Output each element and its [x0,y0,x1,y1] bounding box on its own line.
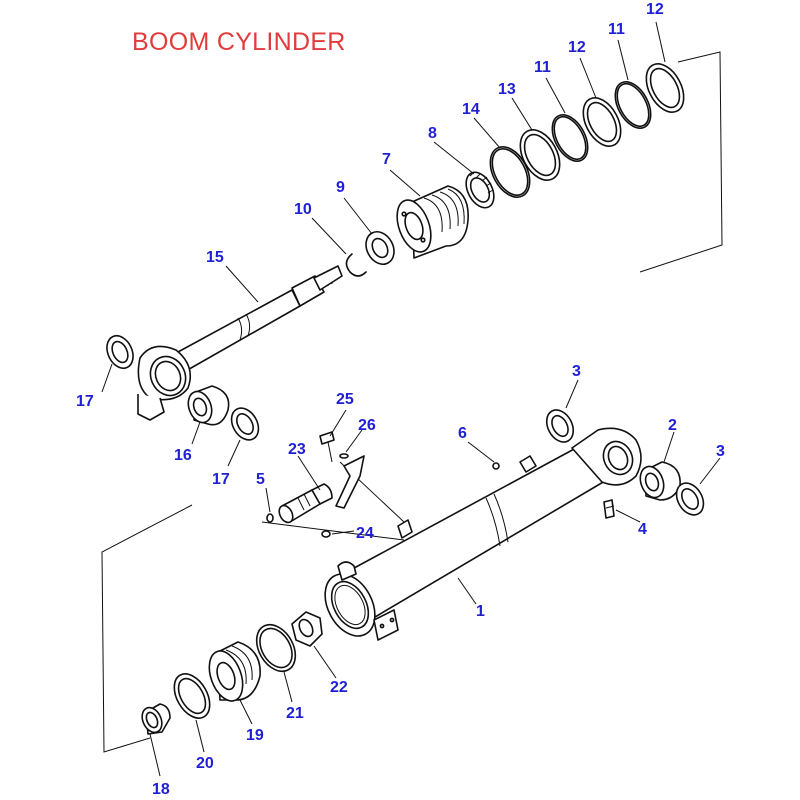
part-11-ring-outer [614,81,652,129]
part-21-ring [255,623,297,673]
assembly-bracket-bottom [101,504,193,753]
part-8-wear-ring [465,171,495,209]
part-17-seal-upper [106,334,134,370]
callout-3: 3 [572,363,581,380]
callout-21: 21 [286,705,304,722]
callout-1: 1 [476,603,485,620]
leader-lines [101,21,721,777]
part-24-o-ring [321,530,331,538]
callout-9: 9 [336,179,345,196]
callout-23: 23 [288,441,306,458]
part-4-grease-fitting [603,499,615,519]
part-13-ring [519,129,561,181]
part-14-ring [489,146,531,198]
part-12-ring-outer [645,63,685,113]
callout-12: 12 [646,1,664,18]
part-7-piston [396,185,469,259]
part-20-ring [173,673,211,719]
part-1-cylinder-tube [324,427,642,641]
callout-5: 5 [256,471,265,488]
part-3-seal-lower [675,482,705,516]
callout-3: 3 [716,443,725,460]
callout-12: 12 [568,39,586,56]
callout-2: 2 [668,417,677,434]
part-23-pipe-fitting [278,483,333,524]
part-18-bushing [141,703,171,735]
part-16-bushing [187,385,230,426]
part-11-ring-inner [551,114,589,162]
callout-4: 4 [638,521,647,538]
part-5-o-ring [266,513,274,523]
callout-10: 10 [294,201,312,218]
callout-22: 22 [330,679,348,696]
callout-13: 13 [498,81,516,98]
callout-6: 6 [458,425,467,442]
callout-26: 26 [358,417,376,434]
part-25-bolt [319,431,335,463]
clamp-bracket [335,455,365,509]
part-10-snap-ring [345,253,367,277]
part-2-bushing [639,461,681,501]
callout-20: 20 [196,755,214,772]
part-15-piston-rod [137,265,343,421]
callout-19: 19 [246,727,264,744]
assembly-bracket-top [639,51,723,273]
part-6-plug [492,462,500,470]
callout-8: 8 [428,125,437,142]
callout-labels: 12 11 12 11 13 14 8 7 9 10 15 17 16 17 2… [76,1,725,798]
callout-11: 11 [534,59,551,76]
callout-16: 16 [174,447,192,464]
diagram-title: BOOM CYLINDER [132,28,346,56]
part-22-nut [291,611,323,647]
callout-15: 15 [206,249,224,266]
part-9-nut [365,230,395,266]
part-12-ring-inner [582,97,622,147]
assembly-ref-lines [261,461,405,541]
callout-11: 11 [608,21,625,38]
callout-7: 7 [382,151,391,168]
callout-14: 14 [462,101,480,118]
callout-17: 17 [212,471,230,488]
callout-18: 18 [152,781,170,798]
callout-24: 24 [356,525,374,542]
callout-17: 17 [76,393,94,410]
part-19-cylinder-head [208,641,261,702]
callout-25: 25 [336,391,354,408]
part-17-seal-lower [230,407,260,441]
part-3-seal-upper [545,409,575,443]
part-26-washer [339,453,349,459]
